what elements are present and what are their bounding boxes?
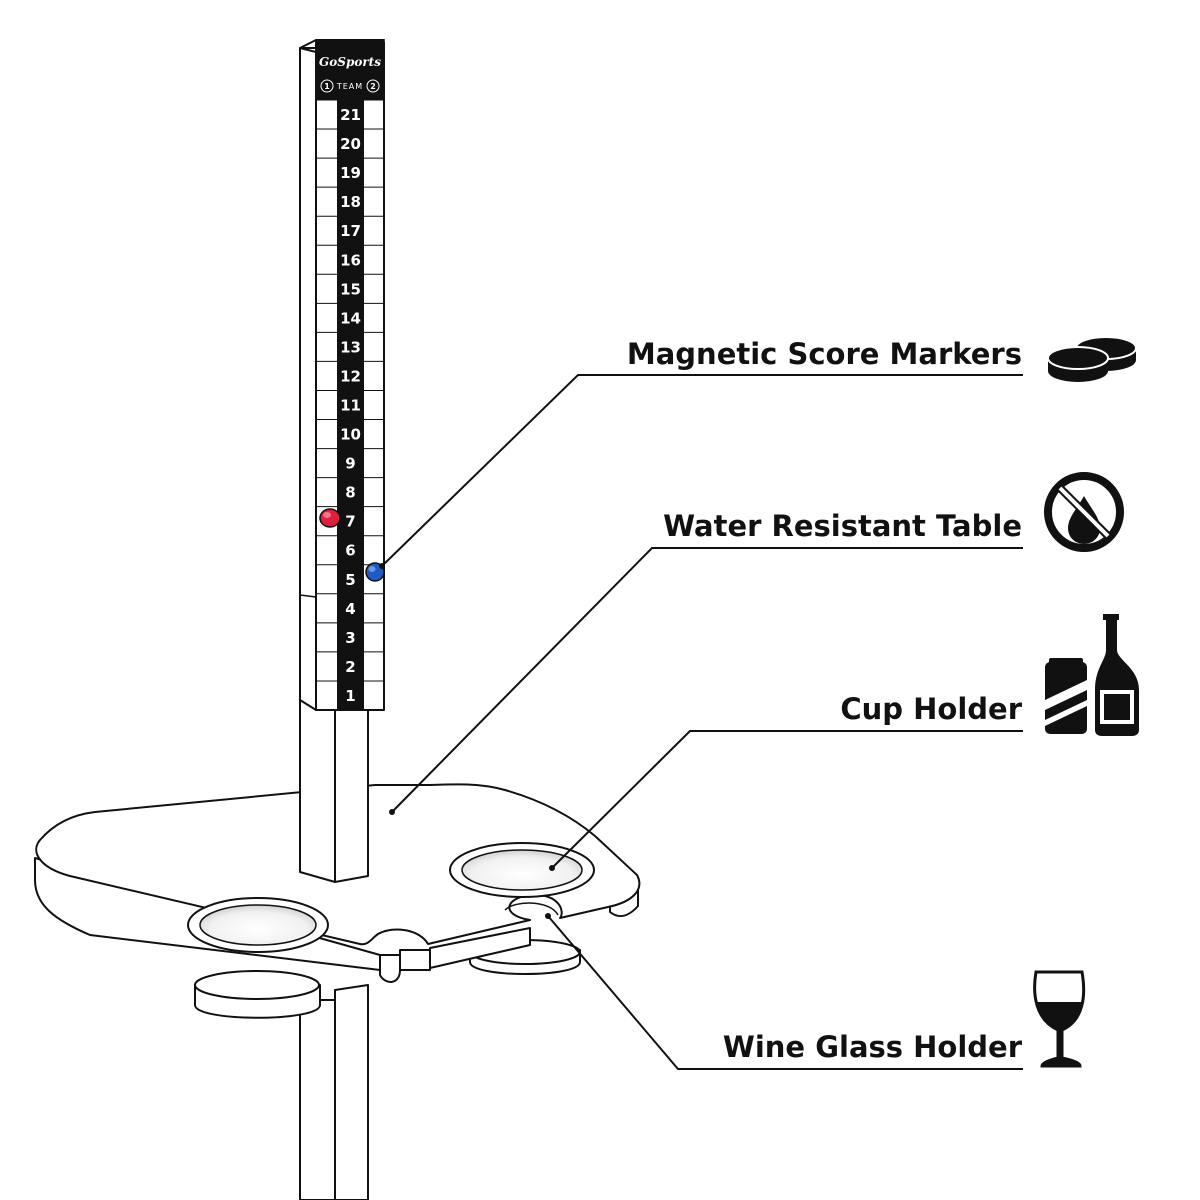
- cup-holder-left: [187, 897, 329, 953]
- leader-cup-holder: [551, 730, 1023, 869]
- feature-label-score-markers: Magnetic Score Markers: [627, 337, 1022, 371]
- score-number: 10: [340, 426, 361, 444]
- score-number: 6: [345, 542, 355, 560]
- leader-water-table: [391, 547, 1023, 813]
- wine-glass-slot: [504, 902, 559, 916]
- score-number: 5: [345, 571, 355, 589]
- score-number: 11: [340, 397, 361, 415]
- score-number: 12: [340, 367, 361, 385]
- score-number: 16: [340, 251, 361, 269]
- score-number: 21: [340, 106, 361, 124]
- score-number: 8: [345, 484, 355, 502]
- no-water-icon: [1044, 472, 1124, 552]
- score-number: 7: [345, 513, 355, 531]
- can-and-bottle-icon: [1045, 614, 1139, 736]
- wine-glass-icon: [1033, 970, 1086, 1068]
- score-number: 3: [345, 629, 355, 647]
- scoreboard: GoSports 1 TEAM 2 2120191817161514131211…: [299, 39, 385, 711]
- team-header: 1 TEAM 2: [320, 79, 380, 93]
- score-number: 20: [340, 135, 361, 153]
- feature-label-wine-glass: Wine Glass Holder: [723, 1030, 1023, 1064]
- under-cup-ring-left: [194, 970, 321, 1019]
- leader-score-markers: [381, 374, 1023, 567]
- feature-label-cup-holder: Cup Holder: [840, 692, 1022, 726]
- upper-pole: [299, 699, 369, 883]
- leader-wine-glass: [547, 915, 1023, 1070]
- score-number: 18: [340, 193, 361, 211]
- score-number: 15: [340, 280, 361, 298]
- team-label: TEAM: [336, 82, 363, 91]
- score-number: 19: [340, 164, 361, 182]
- score-number: 2: [345, 658, 355, 676]
- red-marker: [319, 508, 341, 528]
- lower-pole: [299, 984, 369, 1200]
- score-markers-icon: [1047, 336, 1137, 382]
- team-1-label: 1: [324, 82, 330, 91]
- cup-holder-right: [449, 842, 595, 898]
- brand-logo: GoSports: [319, 55, 381, 69]
- score-number: 9: [345, 455, 355, 473]
- score-number: 13: [340, 338, 361, 356]
- score-number: 1: [345, 687, 355, 705]
- leader-lines: [379, 374, 1023, 1070]
- team-2-label: 2: [370, 82, 376, 91]
- score-number: 4: [345, 600, 355, 618]
- score-number: 14: [340, 309, 361, 327]
- feature-label-water-table: Water Resistant Table: [663, 509, 1022, 543]
- score-number: 17: [340, 222, 361, 240]
